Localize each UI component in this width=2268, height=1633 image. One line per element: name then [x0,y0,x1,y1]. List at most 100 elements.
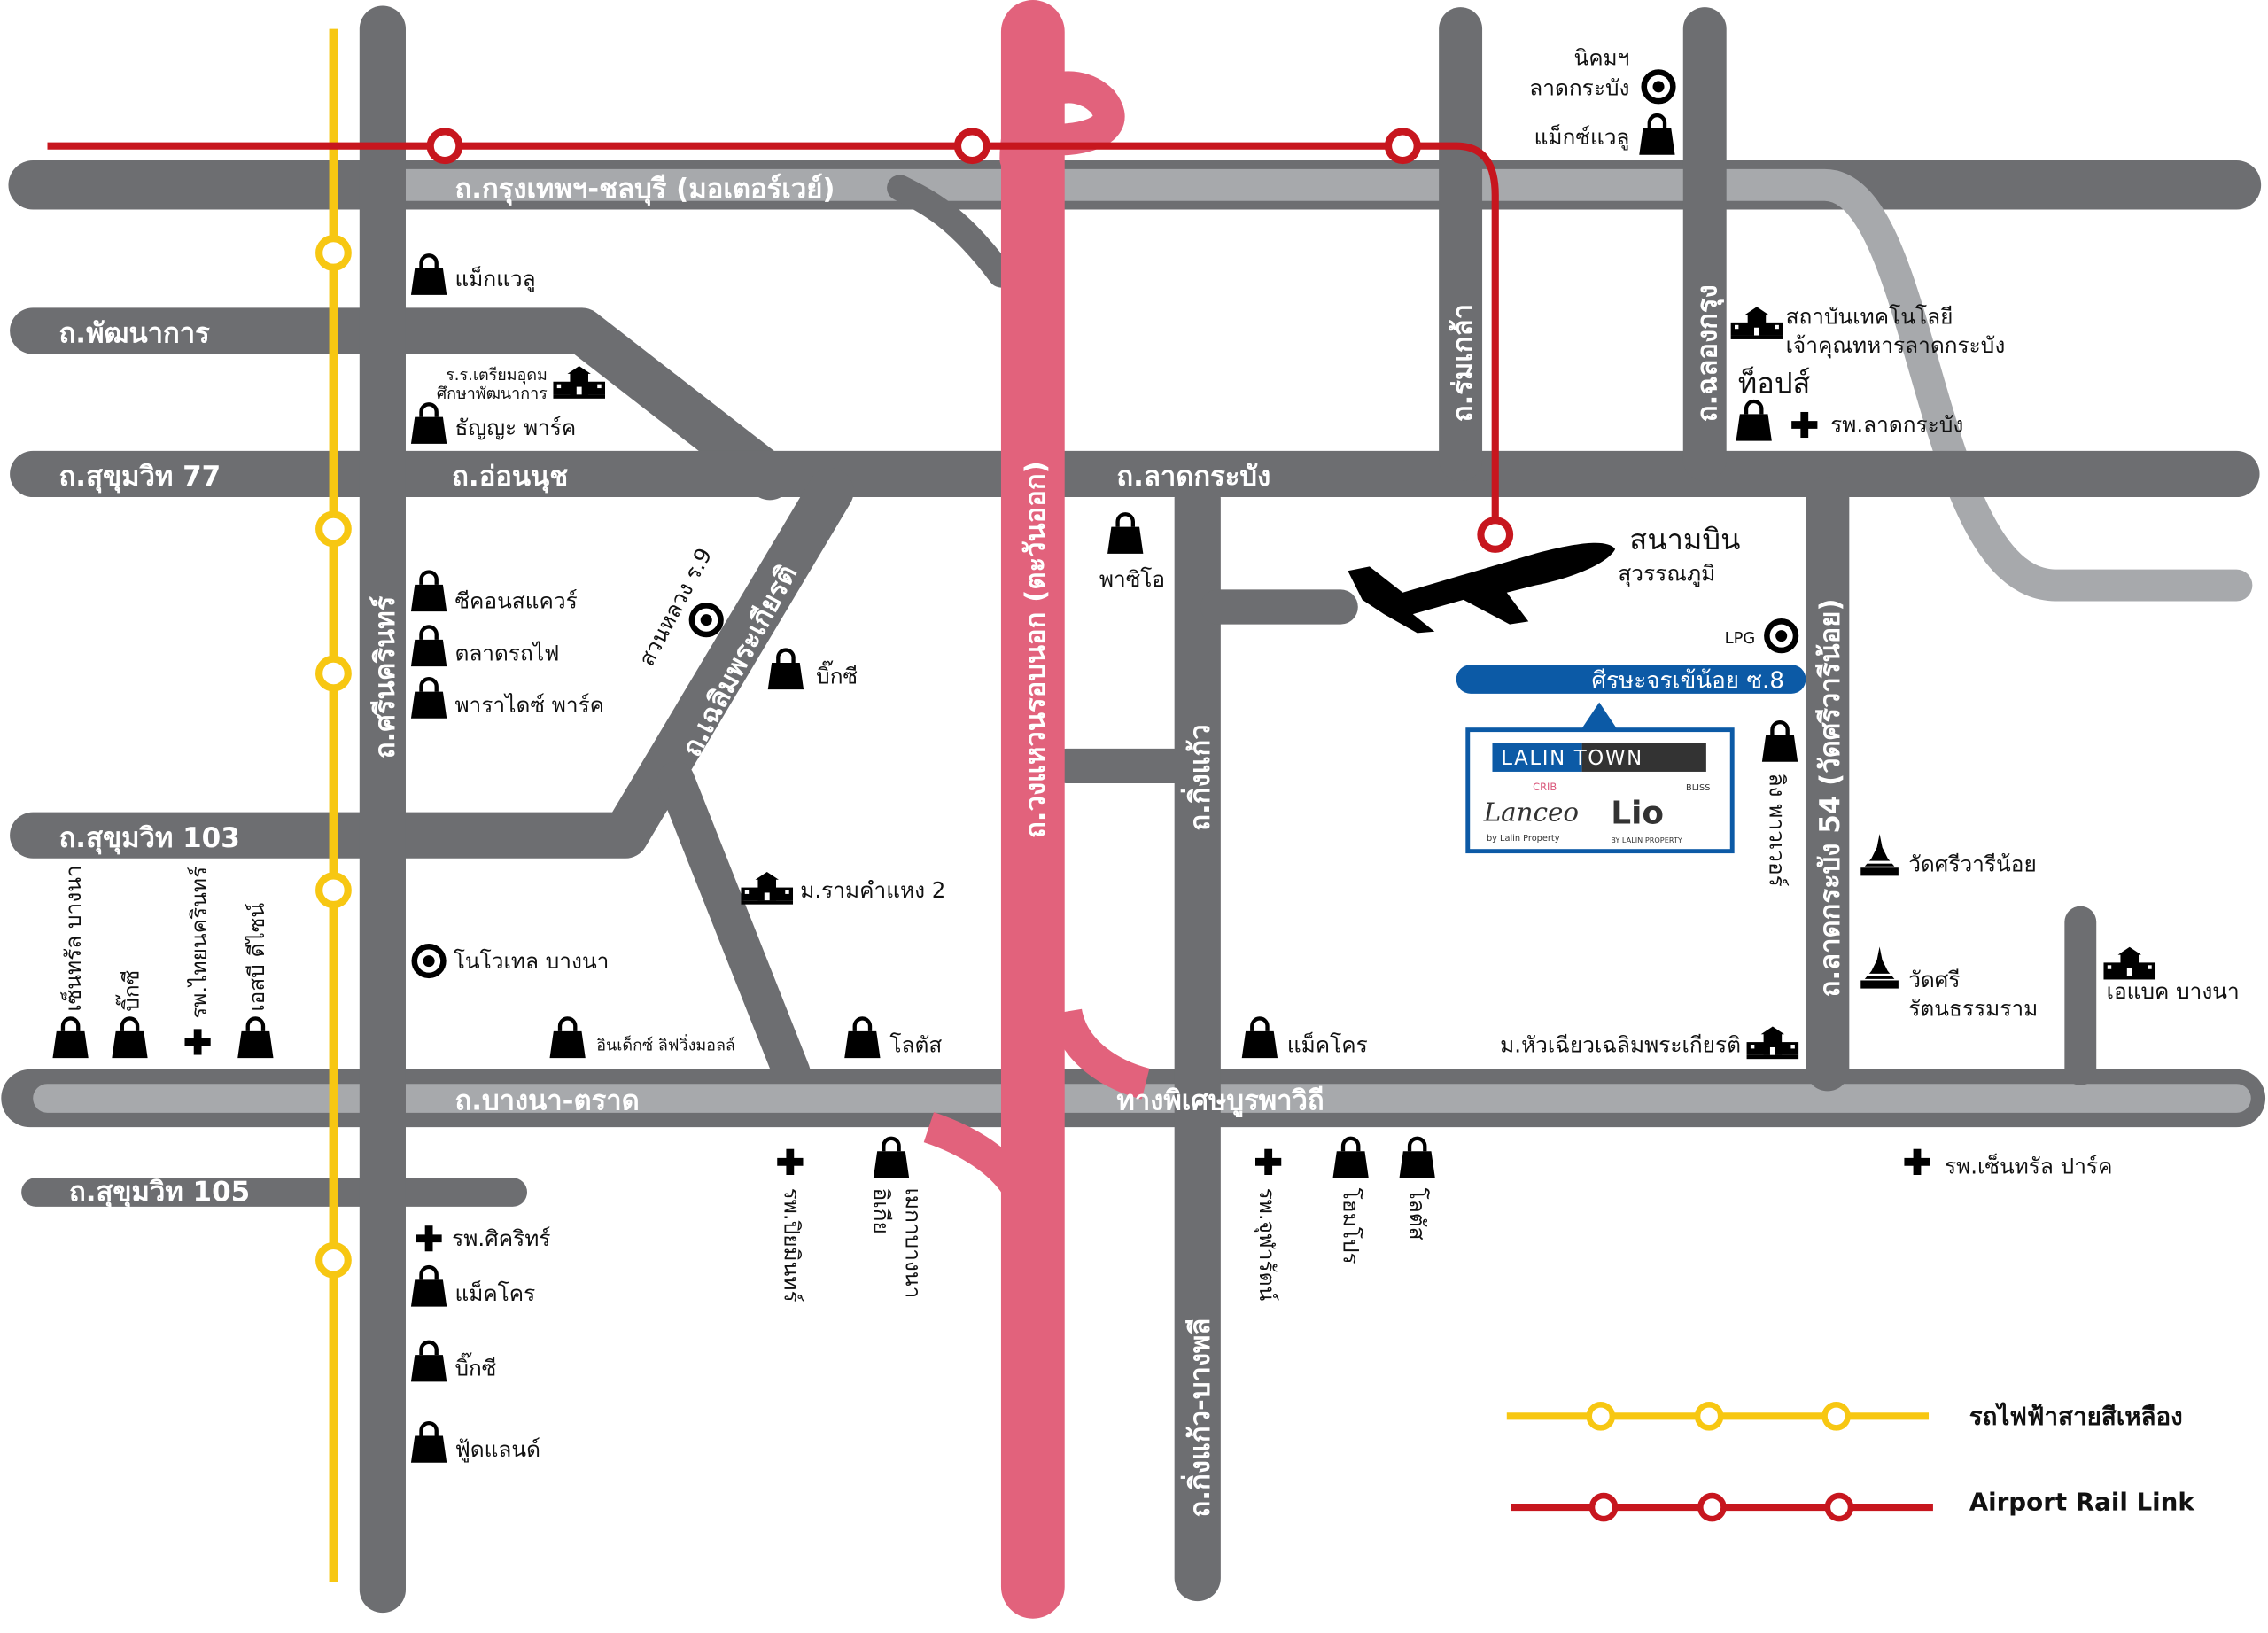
shopping-bag-icon [237,1018,273,1058]
label-foodland: ฟู้ดแลนด์ [454,1436,540,1463]
legend-yellow-label: รถไฟฟ้าสายสีเหลือง [1969,1402,2183,1431]
yellow-station[interactable] [315,872,352,909]
road-label-latkrabang: ถ.ลาดกระบัง [1116,461,1270,493]
shopping-bag-icon [550,1018,586,1058]
label-tops: ท็อปส์ [1738,367,1811,400]
soi8-label: ศีรษะจรเข้น้อย ซ.8 [1592,667,1784,694]
label-wat-sri-2: รัตนธรรมราม [1908,996,2038,1022]
road-label-romklao: ถ.ร่มเกล้า [1448,304,1480,422]
label-paseo: พาซิโอ [1099,566,1165,592]
label-bigc3: บิ๊กซี [454,1352,496,1381]
yellow-line [315,28,352,1582]
legend-yellow-station [1694,1402,1724,1431]
label-novotel: โนโวเทล บางนา [454,948,610,974]
hotel-icon [415,946,444,976]
label-makro2: แม็คโคร [454,1279,535,1306]
shopping-bag-icon [411,1342,447,1382]
label-sikarin: รพ.ศิคริทร์ [452,1225,550,1251]
label-wat-sri: วัดศรี [1908,967,1960,992]
label-thanya: ธัญญะ พาร์ค [454,415,576,440]
shopping-bag-icon [411,1423,447,1463]
label-lotus2: โลตัส [1405,1188,1431,1240]
label-nikhom-2: ลาดกระบัง [1529,75,1629,101]
road-motorway-overlay [390,168,2253,602]
road-label-outer-ring: ถ.วงแหวนรอบนอก (ตะวันออก) [1020,461,1052,838]
airport-station[interactable] [953,128,990,165]
yellow-station[interactable] [315,235,352,271]
legend-red-station [1588,1492,1619,1522]
yellow-station[interactable] [315,510,352,548]
road-ramp [887,175,1014,288]
hospital-icon [1791,411,1818,439]
road-label-bangna-trat: ถ.บางนา-ตราด [454,1085,639,1117]
road-label-srinakarin: ถ.ศรีนครินทร์ [369,595,401,758]
hospital-icon [777,1148,804,1175]
shopping-bag-icon [1762,722,1798,762]
hospital-icon [416,1225,442,1252]
road-label-sukhumvit105: ถ.สุขุมวิท 105 [69,1176,250,1209]
shopping-bag-icon [411,572,447,611]
road-label-sukhumvit103: ถ.สุขุมวิท 103 [59,822,240,855]
temple-icon [1860,834,1899,876]
label-school1: ร.ร.เตรียมอุดม [446,366,548,385]
school-icon [1730,307,1783,339]
shopping-bag-icon [1400,1139,1435,1178]
yellow-station[interactable] [315,1241,352,1279]
road-label-phatthanakan: ถ.พัฒนาการ [59,318,211,350]
label-chularat: รพ.จุฬารัตน์ [1254,1188,1280,1302]
shopping-bag-icon [112,1018,147,1058]
label-train-market: ตลาดรถไฟ [454,640,559,665]
project-logo[interactable]: LALIN TOWN CRIB Lanceo by Lalin Property… [1465,727,1735,854]
school-icon [741,871,794,905]
label-central-bangna: เซ็นทรัล บางนา [59,865,86,1011]
label-ramkhamhaeng2: ม.รามคำแหง 2 [800,877,945,903]
shopping-bag-icon [52,1018,88,1058]
label-airport-2: สุวรรณภูมิ [1618,561,1715,587]
shopping-bag-icon [1639,115,1674,155]
legend-yellow-station [1586,1402,1616,1431]
label-kmitl: สถาบันเทคโนโลยี [1786,303,1953,329]
label-thainakarin: รพ.ไทยนครินทร์ [186,867,212,1019]
label-paradise: พาราไดซ์ พาร์ค [454,692,604,718]
brand-lio: Lio [1611,796,1664,832]
road-label-latkrabang54: ถ.ลาดกระบัง 54 (วัดศรีวารีน้อย) [1814,598,1846,997]
label-nikhom: นิคมฯ [1573,44,1629,70]
label-homepro: โฮมโปร [1338,1188,1363,1264]
shopping-bag-icon [1242,1018,1278,1058]
legend-red-station [1697,1492,1727,1522]
brand-lio-tag: BLISS [1686,783,1710,793]
brand-lalin-town: LALIN TOWN [1501,747,1643,770]
label-kmitl-2: เจ้าคุณทหารลาดกระบัง [1786,332,2006,359]
airport-rail-track [47,142,1499,535]
shopping-bag-icon [1332,1139,1368,1178]
airport-station[interactable] [1477,517,1514,553]
road-label-onnut: ถ.อ่อนนุช [452,461,568,494]
label-maxvalu-top: แม็กซ์แวลู [1534,123,1630,151]
road-label-kingkaeo: ถ.กิ่งแก้ว [1180,724,1216,831]
airport-plane-icon [1348,542,1616,634]
shopping-bag-icon [411,1267,447,1307]
legend-red-station [1824,1492,1854,1522]
airport-station[interactable] [426,128,463,165]
road-phatthanakan [10,307,794,501]
shopping-bag-icon [411,404,447,444]
label-wat-sriwari: วัดศรีวารีน้อย [1908,851,2037,876]
label-ikea-2: เมกาบางนา [900,1188,926,1299]
school-icon [1746,1026,1799,1060]
road-label-chalongkrung: ถ.ฉลองกรุง [1691,284,1724,422]
label-central-park: รพ.เซ็นทรัล ปาร์ค [1945,1152,2112,1178]
shopping-bag-icon [411,626,447,666]
label-bigc1: บิ๊กซี [816,659,858,688]
shopping-bag-icon [411,255,447,295]
place-labels: นิคมฯ ลาดกระบัง แม็กซ์แวลู แม็กแวลู ร.ร.… [59,44,2240,1463]
road-sukhumvit103 [10,468,854,859]
yellow-station[interactable] [315,655,352,692]
label-huachiew: ม.หัวเฉียวเฉลิมพระเกียรติ [1500,1031,1741,1057]
hospital-icon [1904,1148,1930,1175]
label-ikea: อิเกีย [868,1188,894,1234]
brand-lio-by: BY LALIN PROPERTY [1611,836,1682,844]
shopping-bag-icon [844,1018,880,1058]
airport-station[interactable] [1384,128,1421,165]
